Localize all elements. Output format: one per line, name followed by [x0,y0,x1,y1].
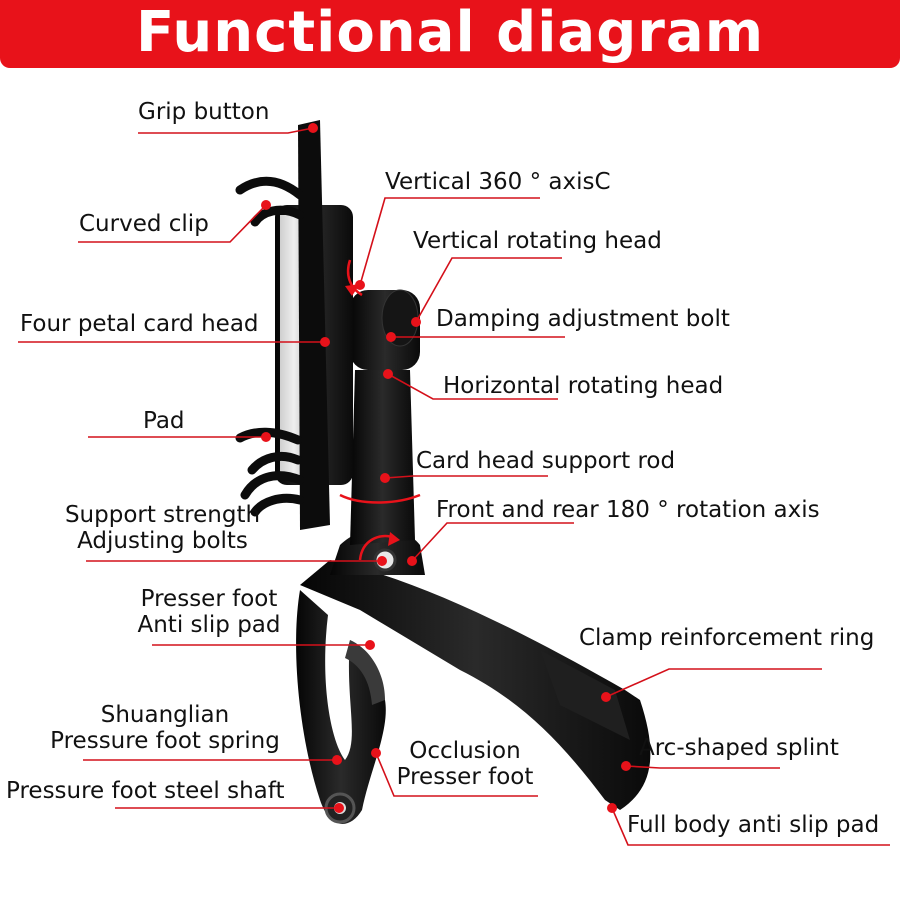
leader-arc-splint [625,765,780,769]
label-occlusion: Occlusion Presser foot [392,738,538,790]
label-occlusion-line1: Occlusion [409,738,521,764]
label-pressure-foot-steel-shaft: Pressure foot steel shaft [6,778,285,804]
leader-lines [18,127,890,846]
marker-shuanglian [332,755,342,765]
phone-holder-device [235,120,651,824]
marker-steel-shaft [334,803,344,813]
page-title: Functional diagram [135,0,765,65]
label-presser-foot-line1: Presser foot [140,586,278,612]
marker-occlusion [371,748,381,758]
leader-grip-button [138,127,314,134]
leader-front-rear [411,522,574,562]
leader-clamp-ring [605,668,822,698]
marker-horizontal [383,369,393,379]
label-horizontal-rotating-head: Horizontal rotating head [443,373,724,399]
marker-curved-clip [261,200,271,210]
label-front-rear-180-axis: Front and rear 180 ° rotation axis [436,497,820,523]
label-vertical-rotating-head: Vertical rotating head [413,228,662,254]
marker-full-body [607,803,617,813]
marker-damping [386,332,396,342]
leader-curved-clip [78,204,267,243]
marker-support-rod [380,473,390,483]
presser-foot-arm [296,590,386,824]
label-presser-foot: Presser foot Anti slip pad [130,586,288,638]
marker-four-petal [320,337,330,347]
grip-bar [298,120,330,530]
label-support-strength-line1: Support strength [64,502,261,528]
marker-arc-splint [621,761,631,771]
leader-full-body [611,807,890,846]
label-arc-shaped-splint: Arc-shaped splint [639,735,839,761]
presser-foot-pad [345,640,385,705]
label-shuanglian-line2: Pressure foot spring [50,728,280,754]
marker-vertical-360 [355,280,365,290]
label-shuanglian: Shuanglian Pressure foot spring [40,702,290,754]
marker-front-rear [407,556,417,566]
label-four-petal-card-head: Four petal card head [20,311,259,337]
label-full-body-anti-slip-pad: Full body anti slip pad [627,812,880,838]
marker-support-strength [377,556,387,566]
label-vertical-360-axis: Vertical 360 ° axisC [385,169,611,195]
marker-pad [261,432,271,442]
marker-presser-foot [365,640,375,650]
label-grip-button: Grip button [138,99,270,125]
marker-dots [261,123,631,813]
marker-grip-button [308,123,318,133]
leader-support-rod [384,475,548,479]
support-rod [350,370,415,545]
label-damping-adjustment-bolt: Damping adjustment bolt [436,306,730,332]
title-banner: Functional diagram [0,0,900,68]
marker-vertical-rotating-head [411,317,421,327]
leader-vertical-rotating-head [415,257,562,323]
label-card-head-support-rod: Card head support rod [416,448,676,474]
clamp-ring [540,650,630,740]
rotation-arrow-360 [346,259,363,297]
leader-vertical-360 [359,197,540,286]
leader-occlusion [375,752,538,797]
label-shuanglian-line1: Shuanglian [100,702,230,728]
label-curved-clip: Curved clip [79,211,209,237]
curved-clips [235,176,305,517]
clamp-splint [300,560,651,810]
label-support-strength-line2: Adjusting bolts [77,528,248,554]
label-support-strength: Support strength Adjusting bolts [60,502,265,554]
label-occlusion-line2: Presser foot [396,764,534,790]
rotation-arrow-horizontal [339,493,421,504]
marker-clamp-ring [601,692,611,702]
label-presser-foot-line2: Anti slip pad [137,612,281,638]
leader-horizontal [387,373,558,400]
label-pad: Pad [143,408,185,434]
label-clamp-reinforcement-ring: Clamp reinforcement ring [579,625,875,651]
